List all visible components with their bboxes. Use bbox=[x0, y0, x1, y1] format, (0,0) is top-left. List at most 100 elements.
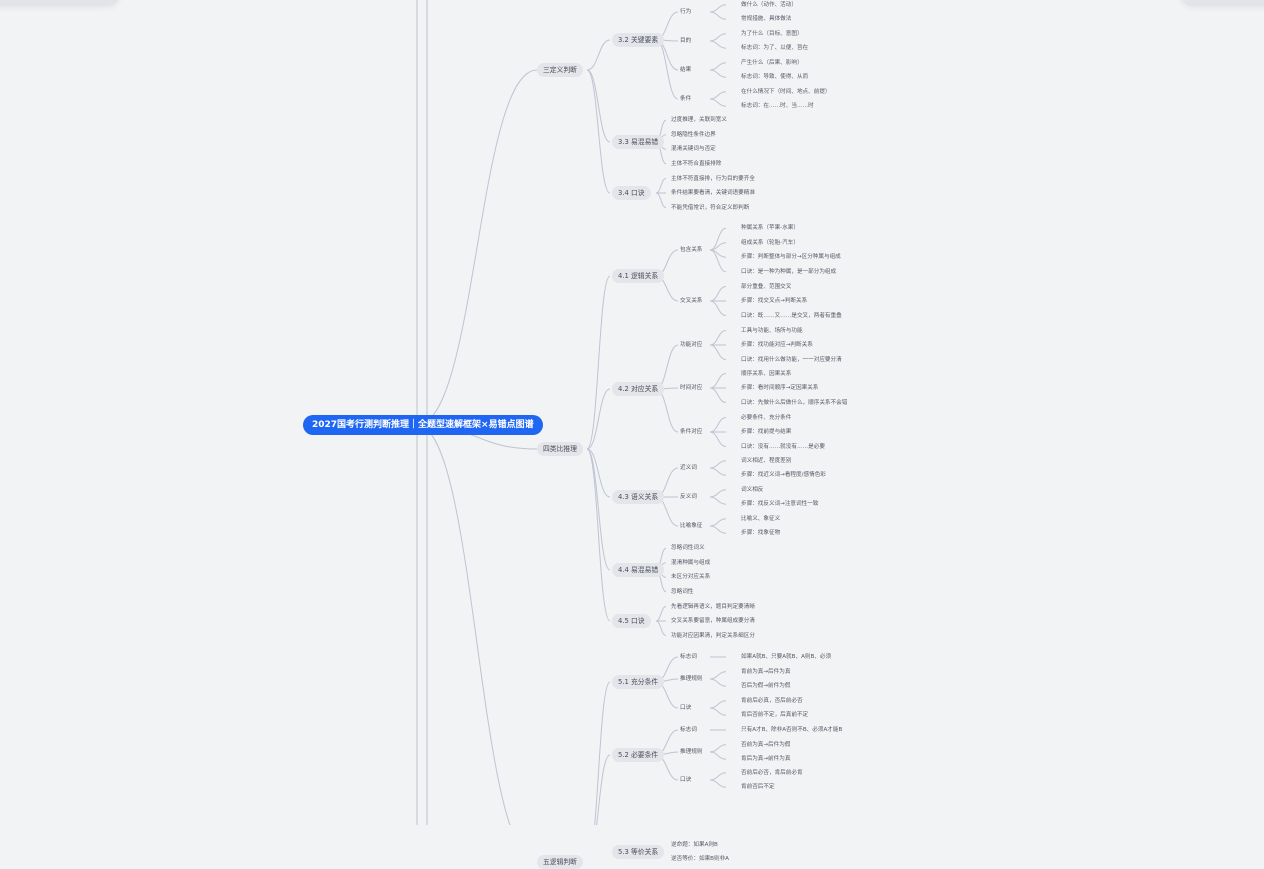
group-node[interactable]: 行为 bbox=[680, 9, 692, 15]
leaf-node[interactable]: 主体不符合直接排除 bbox=[671, 160, 722, 167]
group-node[interactable]: 口诀 bbox=[680, 705, 692, 711]
leaf-node[interactable]: 种属关系（苹果-水果） bbox=[741, 225, 799, 232]
connector bbox=[709, 707, 727, 716]
group-node[interactable]: 推理规则 bbox=[680, 749, 703, 755]
group-node[interactable]: 功能对应 bbox=[680, 342, 703, 348]
leaf-node[interactable]: 肯前为真→后件为真 bbox=[741, 668, 791, 675]
leaf-node[interactable]: 忽略词性词义 bbox=[671, 545, 705, 552]
connector bbox=[586, 388, 611, 450]
leaf-node[interactable]: 主体不符直接排，行为目的要齐全 bbox=[671, 175, 755, 182]
subsection-node[interactable]: 5.3 等价关系 bbox=[612, 845, 665, 859]
leaf-node[interactable]: 组成关系（轮胎-汽车） bbox=[741, 239, 799, 246]
group-node[interactable]: 条件对应 bbox=[680, 429, 703, 435]
leaf-node[interactable]: 步骤：找交叉点→判断关系 bbox=[741, 298, 808, 304]
leaf-node[interactable]: 步骤：找功能对应→判断关系 bbox=[741, 342, 813, 348]
subsection-node[interactable]: 5.2 必要条件 bbox=[612, 748, 665, 762]
leaf-node[interactable]: 口诀：是一种为种属，是一部分为组成 bbox=[741, 268, 837, 275]
group-node[interactable]: 条件 bbox=[680, 96, 692, 102]
leaf-node[interactable]: 肯后否前不定，后真前不定 bbox=[741, 712, 809, 719]
leaf-node[interactable]: 步骤：判断整体与部分→区分种属与组成 bbox=[741, 254, 841, 261]
leaf-node[interactable]: 标志词：在……时、当……时 bbox=[741, 103, 814, 110]
leaf-node[interactable]: 如果A就B、只要A就B、A则B、必须 bbox=[741, 654, 832, 660]
section-node-s4[interactable]: 四类比推理 bbox=[537, 442, 583, 456]
subsection-node[interactable]: 4.3 语义关系 bbox=[612, 490, 665, 504]
subsection-node[interactable]: 4.5 口诀 bbox=[612, 614, 651, 628]
group-node[interactable]: 反义词 bbox=[680, 494, 697, 500]
leaf-node[interactable]: 交叉关系要留意，种属组成要分清 bbox=[671, 618, 755, 624]
connector bbox=[416, 69, 538, 426]
leaf-node[interactable]: 常规措施、具体做法 bbox=[741, 16, 792, 23]
group-node[interactable]: 口诀 bbox=[680, 777, 692, 783]
section-node-s5[interactable]: 五逻辑判断 bbox=[537, 855, 583, 869]
connector bbox=[709, 98, 727, 107]
group-node[interactable]: 时间对应 bbox=[680, 385, 703, 391]
group-node[interactable]: 结果 bbox=[680, 67, 692, 73]
leaf-node[interactable]: 不能凭借常识，符合定义即判断 bbox=[671, 204, 750, 211]
leaf-node[interactable]: 口诀：先做什么后做什么，顺序关系不会错 bbox=[741, 399, 848, 406]
connector bbox=[709, 387, 727, 403]
subsection-node[interactable]: 4.4 易混易错 bbox=[612, 563, 665, 577]
group-node[interactable]: 标志词 bbox=[680, 727, 697, 733]
leaf-node[interactable]: 产生什么（后果、影响） bbox=[741, 59, 803, 66]
connector bbox=[586, 448, 611, 498]
group-node[interactable]: 比喻象征 bbox=[680, 523, 703, 529]
leaf-node[interactable]: 口诀：既……又……是交叉，两者有重叠 bbox=[741, 312, 842, 319]
leaf-node[interactable]: 先看逻辑再语义，题目判定要清晰 bbox=[671, 603, 755, 610]
leaf-node[interactable]: 逆命题：如果A则B bbox=[671, 841, 718, 848]
leaf-node[interactable]: 顺序关系、因果关系 bbox=[741, 370, 792, 377]
root-node[interactable]: 2027国考行测判断推理｜全题型速解框架×易错点图谱 bbox=[303, 415, 543, 435]
leaf-node[interactable]: 部分重叠、范围交叉 bbox=[741, 283, 792, 290]
leaf-node[interactable]: 忽略隐性条件边界 bbox=[671, 131, 716, 138]
group-node[interactable]: 标志词 bbox=[680, 654, 697, 660]
leaf-node[interactable]: 未区分对应关系 bbox=[671, 574, 711, 581]
group-node[interactable]: 包含关系 bbox=[680, 247, 703, 253]
leaf-node[interactable]: 比喻义、象征义 bbox=[741, 515, 781, 522]
subsection-node[interactable]: 3.3 易混易错 bbox=[612, 135, 665, 149]
leaf-node[interactable]: 口诀：没有……就没有……是必要 bbox=[741, 443, 825, 450]
leaf-node[interactable]: 标志词：导致、使得、从而 bbox=[741, 74, 809, 81]
leaf-node[interactable]: 步骤：看时间顺序→定因果关系 bbox=[741, 385, 819, 391]
leaf-node[interactable]: 词义相反 bbox=[741, 486, 764, 493]
leaf-node[interactable]: 肯前后必真，否后前必否 bbox=[741, 697, 803, 704]
leaf-node[interactable]: 否后为假→前件为假 bbox=[741, 683, 791, 690]
group-node[interactable]: 目的 bbox=[680, 38, 692, 44]
leaf-node[interactable]: 步骤：找反义词→注意词性一致 bbox=[741, 501, 819, 508]
group-node[interactable]: 交叉关系 bbox=[680, 298, 703, 304]
leaf-node[interactable]: 步骤：找象征物 bbox=[741, 530, 781, 537]
subsection-node[interactable]: 3.2 关键要素 bbox=[612, 33, 665, 47]
connector bbox=[709, 460, 727, 469]
leaf-node[interactable]: 步骤：找前提与结果 bbox=[741, 429, 792, 435]
leaf-node[interactable]: 逆否等价：如果B则非A bbox=[671, 856, 730, 863]
leaf-node[interactable]: 否前后必否，肯后前必肯 bbox=[741, 769, 803, 776]
connector bbox=[709, 417, 727, 433]
group-node[interactable]: 推理规则 bbox=[680, 676, 703, 682]
leaf-node[interactable]: 只有A才B、除非A否则不B、必须A才能B bbox=[741, 727, 843, 733]
leaf-node[interactable]: 标志词：为了、以便、旨在 bbox=[741, 45, 809, 52]
leaf-node[interactable]: 为了什么（目标、意图） bbox=[741, 30, 803, 37]
leaf-node[interactable]: 必要条件、充分条件 bbox=[741, 414, 792, 421]
subsection-node[interactable]: 4.2 对应关系 bbox=[612, 382, 665, 396]
connector bbox=[709, 779, 727, 788]
subsection-node[interactable]: 5.1 充分条件 bbox=[612, 675, 665, 689]
leaf-node[interactable]: 否前为真→后件为假 bbox=[741, 741, 791, 748]
leaf-node[interactable]: 在什么情况下（时间、地点、前提） bbox=[741, 88, 831, 95]
leaf-node[interactable]: 功能对应因果清，判定关系细区分 bbox=[671, 632, 755, 639]
leaf-node[interactable]: 条件结果要看清，关键词语要精准 bbox=[671, 190, 755, 196]
leaf-node[interactable]: 混淆关键词与否定 bbox=[671, 146, 716, 153]
leaf-node[interactable]: 词义相近、程度差别 bbox=[741, 457, 792, 464]
leaf-node[interactable]: 工具与功能、场所与功能 bbox=[741, 327, 803, 334]
subsection-node[interactable]: 4.1 逻辑关系 bbox=[612, 269, 665, 283]
subsection-node[interactable]: 3.4 口诀 bbox=[612, 186, 651, 200]
group-node[interactable]: 近义词 bbox=[680, 465, 697, 471]
section-node-s3[interactable]: 三定义判断 bbox=[537, 63, 583, 77]
connector bbox=[709, 744, 727, 753]
leaf-node[interactable]: 做什么（动作、活动） bbox=[741, 1, 797, 8]
leaf-node[interactable]: 肯前否后不定 bbox=[741, 784, 775, 791]
leaf-node[interactable]: 忽略词性 bbox=[671, 588, 694, 595]
leaf-node[interactable]: 口诀：找用什么做功能，一一对应要分清 bbox=[741, 356, 842, 363]
leaf-node[interactable]: 步骤：找近义词→看程度/感情色彩 bbox=[741, 472, 826, 479]
connector bbox=[709, 11, 727, 20]
leaf-node[interactable]: 过度推理，关联到宽义 bbox=[671, 117, 727, 124]
leaf-node[interactable]: 肯后为真→前件为真 bbox=[741, 756, 791, 763]
leaf-node[interactable]: 混淆种属与组成 bbox=[671, 559, 711, 566]
